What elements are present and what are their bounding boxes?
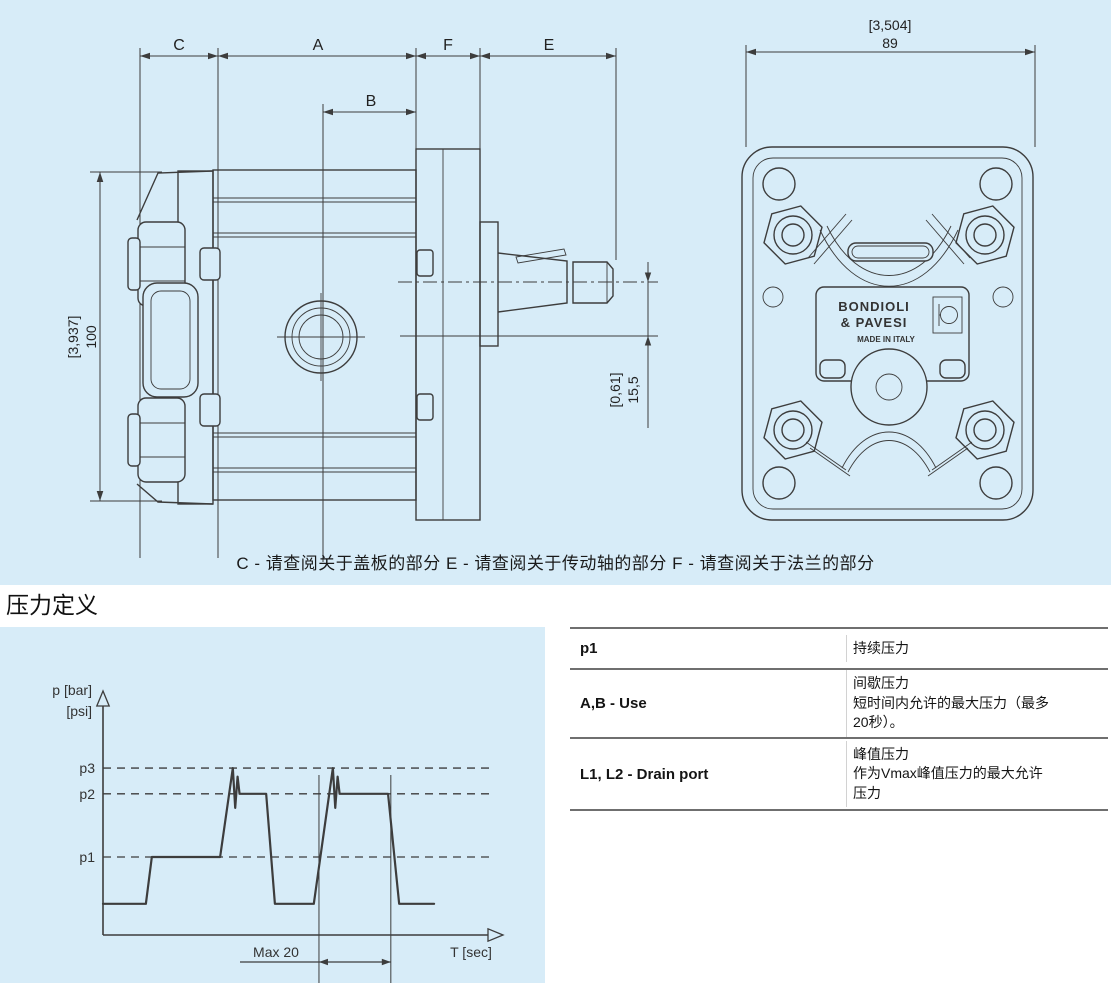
pressure-chart-panel: p3 p2 p1 p [bar] [psi] Max 20 T [sec] — [0, 627, 545, 983]
flange-tab-top — [416, 249, 434, 277]
dimension-arrow-icon — [318, 958, 328, 966]
width-dimension: [3,504] 89 — [745, 17, 1036, 147]
rear-cover — [127, 170, 214, 505]
center-shaft-hole — [850, 348, 928, 426]
definition-line: 峰值压力 — [853, 745, 909, 762]
definition-line: 作为Vmax峰值压力的最大允许 — [853, 765, 1043, 782]
definition-line: 20秒）。 — [853, 714, 904, 731]
pressure-term: A,B - Use — [580, 695, 647, 712]
dim-label-b: B — [366, 93, 377, 110]
width-dim-inches: [3,504] — [869, 17, 912, 33]
section-heading: 压力定义 — [6, 592, 98, 618]
flange-outline — [741, 146, 1034, 521]
edge-hole-right — [992, 286, 1014, 308]
definition-line: 间歇压力 — [853, 675, 909, 692]
height-dim-inches: [3,937] — [65, 316, 81, 359]
flange-tab-bottom — [416, 393, 434, 421]
gridline-label-p2: p2 — [79, 786, 95, 802]
top-slot — [847, 242, 934, 262]
nameplate-tab-right — [939, 359, 966, 379]
max-20-annotation: Max 20 — [253, 944, 299, 960]
pump-technical-drawing: C A F E B [3,937] 100 — [65, 17, 1036, 562]
gridline-label-p1: p1 — [79, 849, 95, 865]
x-axis-arrow-icon — [487, 927, 505, 943]
brand-line2: & PAVESI — [841, 315, 908, 330]
pressure-definition: 间歇压力 短时间内允许的最大压力（最多 20秒）。 — [846, 670, 1108, 737]
width-dim-mm: 89 — [882, 35, 898, 51]
y-axis-label-bar: p [bar] — [52, 682, 92, 698]
port-boss — [277, 293, 365, 381]
technical-drawing-panel: C A F E B [3,937] 100 — [0, 0, 1111, 585]
y-axis-label-psi: [psi] — [66, 703, 92, 719]
shaft-dim-mm: 15,5 — [625, 376, 641, 403]
drawing-caption: C - 请查阅关于盖板的部分 E - 请查阅关于传动轴的部分 F - 请查阅关于… — [236, 554, 875, 573]
definition-line: 持续压力 — [853, 639, 909, 656]
body-tab-bottom — [199, 393, 221, 427]
table-row: L1, L2 - Drain port 峰值压力 作为Vmax峰值压力的最大允许… — [570, 737, 1108, 809]
table-row: p1 持续压力 — [570, 627, 1108, 668]
port-hex-bosses — [763, 205, 1015, 460]
dim-label-a: A — [313, 37, 324, 54]
dimension-arrow-icon — [381, 958, 391, 966]
top-dimension-chain: C A F E — [140, 37, 616, 60]
pump-body — [199, 169, 417, 501]
nameplate-tab-left — [819, 359, 846, 379]
extension-lines — [139, 48, 617, 562]
pilot-boss — [479, 221, 499, 347]
dim-label-c: C — [173, 37, 185, 54]
made-in-italy-label: MADE IN ITALY — [857, 335, 915, 344]
brand-line1: BONDIOLI — [838, 299, 910, 314]
edge-hole-left — [762, 286, 784, 308]
pressure-definition-table: p1 持续压力 A,B - Use 间歇压力 短时间内允许的最大压力（最多 20… — [570, 627, 1108, 811]
shaft-offset-dimension: [0,61] 15,5 — [607, 262, 652, 428]
dim-label-f: F — [443, 37, 453, 54]
y-axis-arrow-icon — [95, 689, 111, 707]
height-dim-mm: 100 — [83, 325, 99, 349]
mounting-flange — [415, 148, 499, 521]
definition-line: 短时间内允许的最大压力（最多 — [853, 694, 1049, 711]
x-axis-label: T [sec] — [450, 944, 492, 960]
corner-bolt-holes — [762, 167, 1013, 500]
pressure-curve — [101, 766, 436, 905]
gridline-label-p3: p3 — [79, 760, 95, 776]
side-view-drawing: C A F E B [3,937] 100 — [65, 37, 658, 562]
pressure-definition: 持续压力 — [846, 634, 1108, 663]
chart-plot-area: p3 p2 p1 — [79, 760, 491, 983]
brand-logo-icon — [932, 296, 963, 334]
shaft-dim-inches: [0,61] — [607, 372, 623, 407]
table-row: A,B - Use 间歇压力 短时间内允许的最大压力（最多 20秒）。 — [570, 668, 1108, 737]
drive-shaft — [398, 248, 658, 337]
height-dimension: [3,937] 100 — [65, 171, 162, 502]
flange-inner-outline — [752, 157, 1023, 510]
pressure-definition: 峰值压力 作为Vmax峰值压力的最大允许 压力 — [846, 740, 1108, 808]
pressure-time-chart: p3 p2 p1 p [bar] [psi] Max 20 T [sec] — [52, 682, 505, 983]
pressure-term: p1 — [580, 640, 598, 657]
dim-label-e: E — [544, 37, 555, 54]
nameplate: BONDIOLI & PAVESI MADE IN ITALY — [815, 286, 970, 382]
definition-line: 压力 — [853, 784, 881, 801]
chart-axes — [95, 689, 505, 943]
pressure-term: L1, L2 - Drain port — [580, 765, 709, 783]
body-tab-top — [199, 247, 221, 281]
shaft-key — [515, 248, 567, 264]
front-view-drawing: [3,504] 89 — [741, 17, 1036, 521]
b-dimension: B — [323, 93, 416, 116]
